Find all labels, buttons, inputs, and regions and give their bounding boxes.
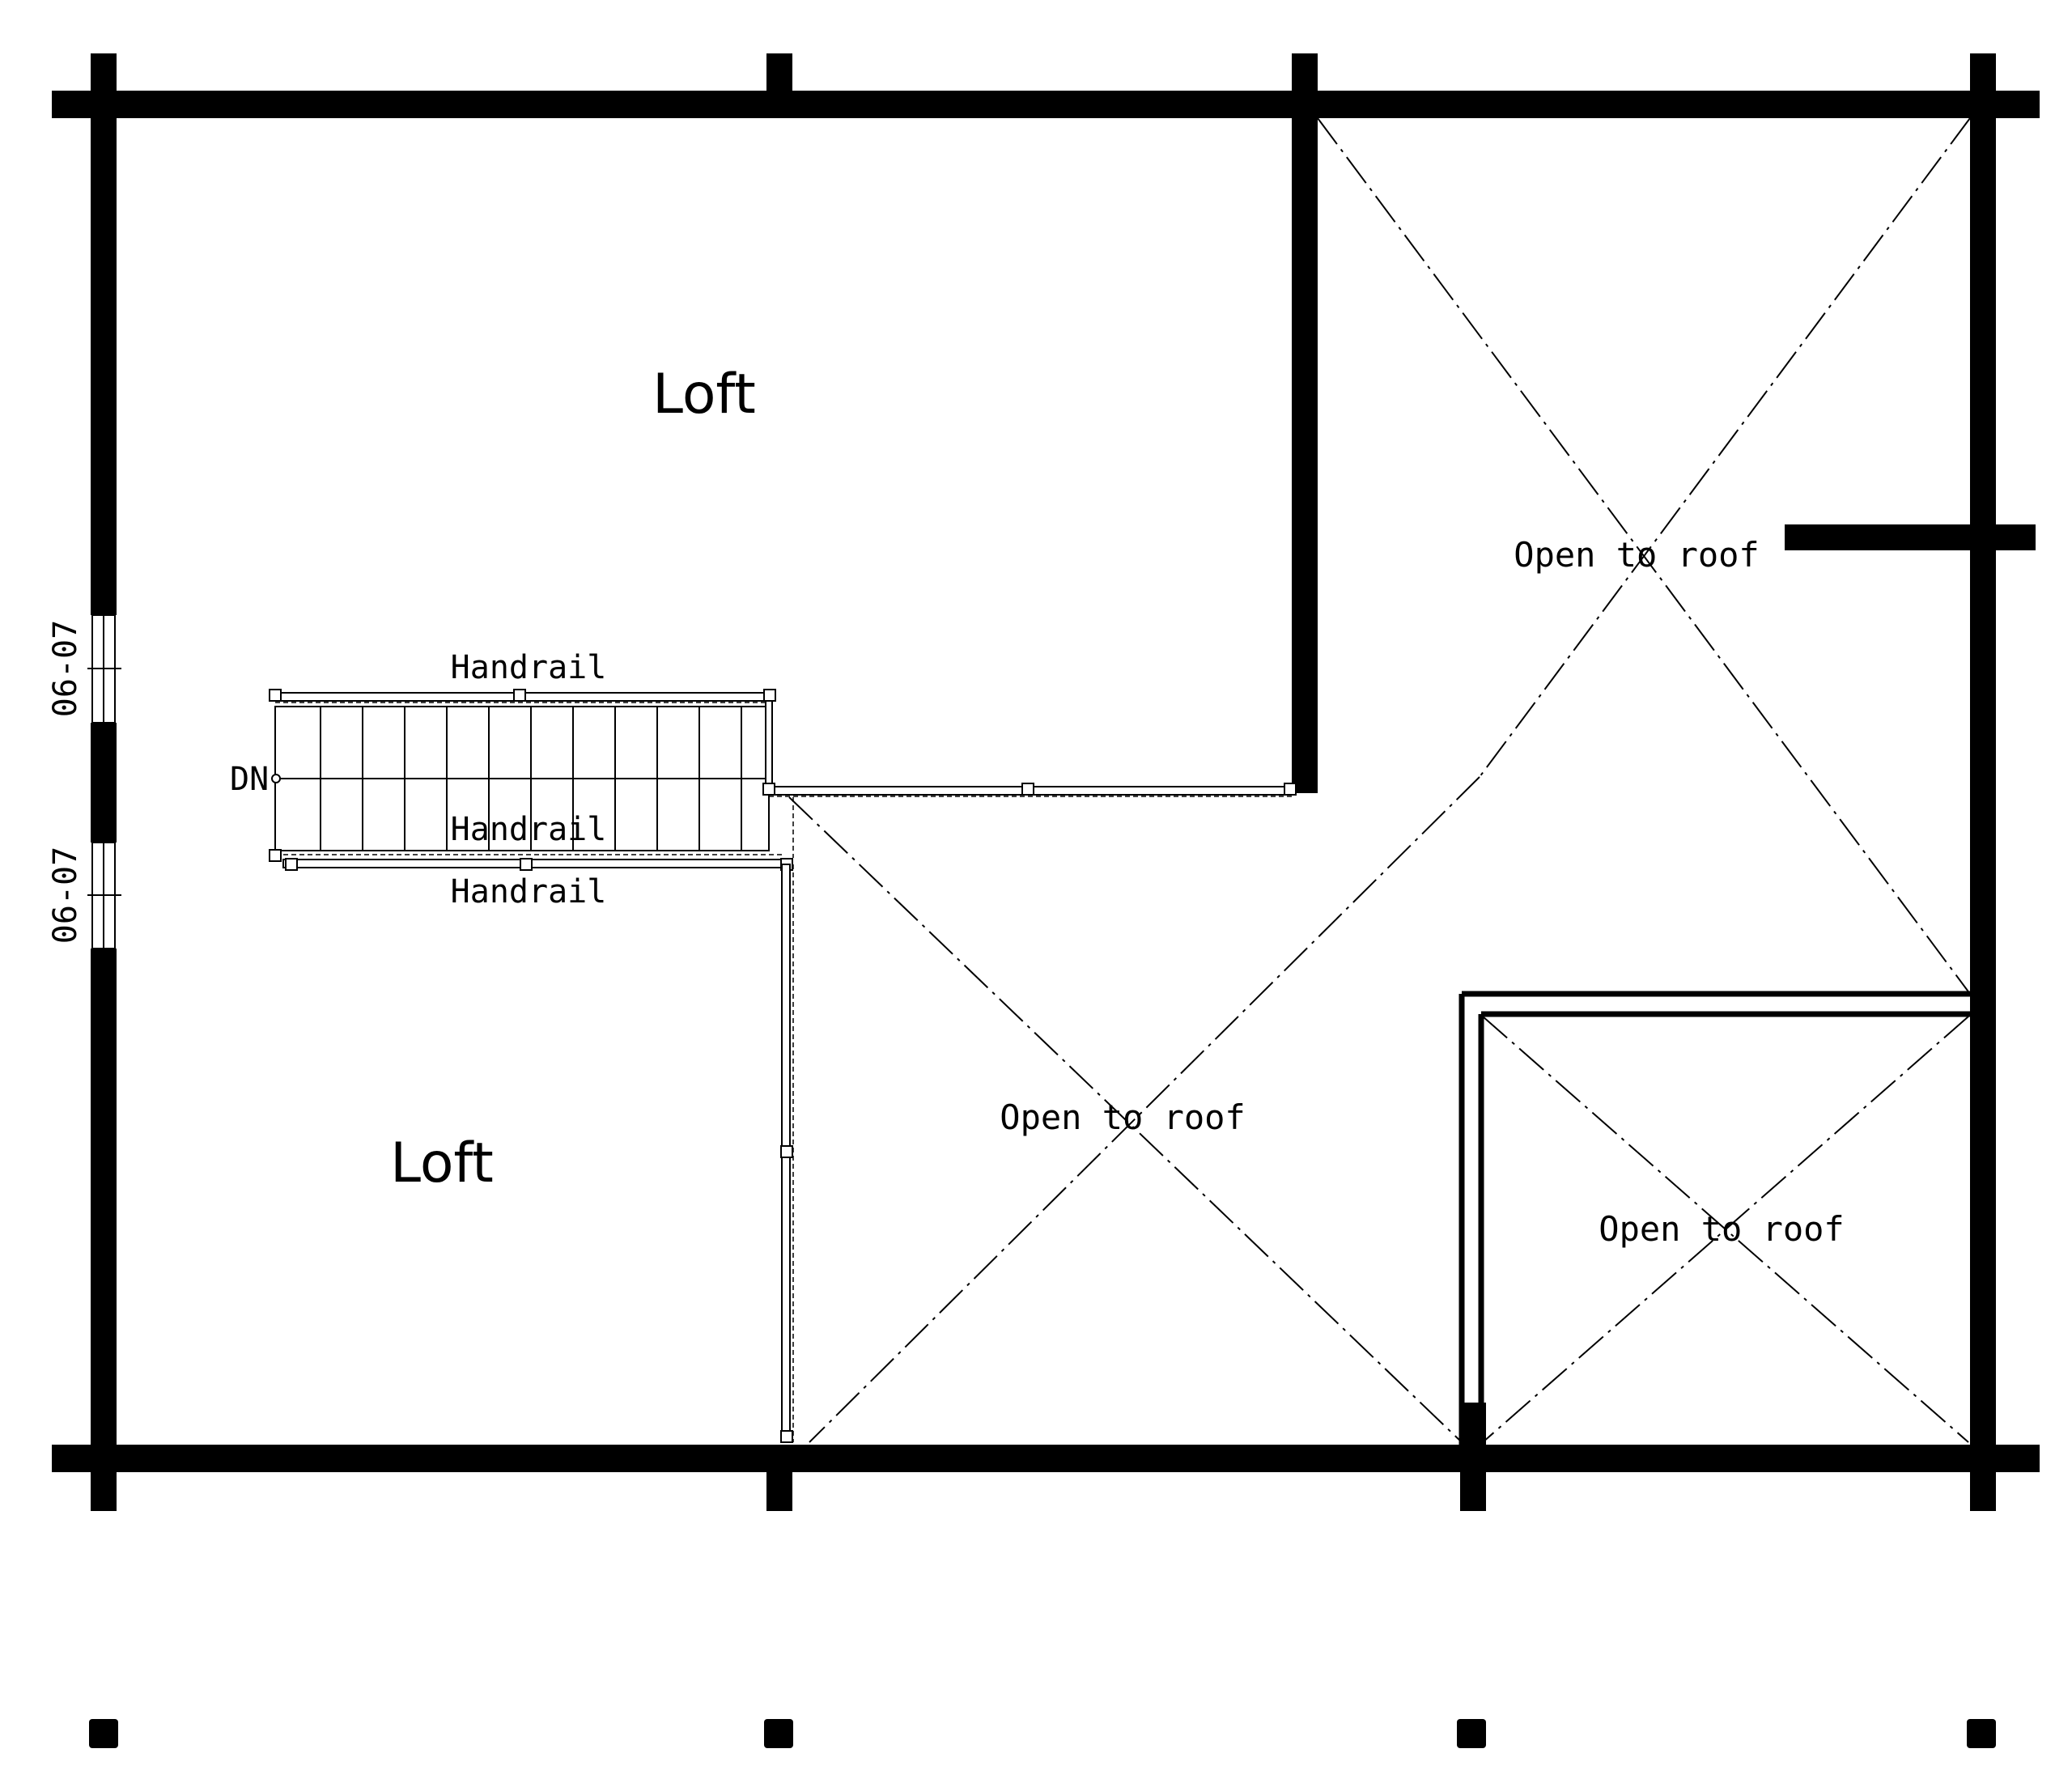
- room-label-loft-lower: Loft: [390, 1131, 494, 1195]
- handrail-top: [269, 689, 776, 791]
- wall-left-1: [91, 53, 117, 615]
- post-top-2: [766, 53, 792, 118]
- post-bottom-2: [766, 1445, 792, 1511]
- handrail-vertical: [780, 797, 794, 1443]
- pier-1: [89, 1719, 118, 1748]
- open-to-roof-label-center: Open to roof: [1000, 1097, 1245, 1137]
- window-lower: [87, 842, 121, 949]
- foundation-piers: [89, 1719, 1996, 1748]
- open-to-roof-diagonals: [788, 117, 1971, 1443]
- open-to-roof-label-upper: Open to roof: [1514, 535, 1759, 575]
- wall-left-2: [91, 723, 117, 843]
- wall-bottom: [52, 1445, 2040, 1472]
- wall-right-stub: [1785, 524, 2036, 550]
- wall-top: [52, 91, 2040, 118]
- window-label-lower: 06-07: [47, 847, 84, 944]
- handrail-label-bottom: Handrail: [451, 873, 607, 910]
- handrail-landing: [762, 783, 1297, 797]
- pier-3: [1457, 1719, 1486, 1748]
- wall-right: [1970, 53, 1996, 1511]
- pier-4: [1967, 1719, 1996, 1748]
- lower-right-enclosure: [1458, 991, 1972, 1445]
- handrail-label-top: Handrail: [451, 649, 607, 686]
- handrail-label-middle: Handrail: [451, 811, 607, 848]
- outer-walls: [52, 53, 2040, 1511]
- pier-2: [764, 1719, 793, 1748]
- open-to-roof-label-lower: Open to roof: [1599, 1209, 1844, 1249]
- stair-start-dot: [271, 774, 281, 783]
- wall-left-3: [91, 949, 117, 1511]
- handrail-bottom: [269, 849, 793, 871]
- stair-direction-label: DN: [230, 761, 269, 798]
- window-label-upper: 06-07: [47, 620, 84, 717]
- window-upper: [87, 614, 121, 724]
- wall-interior-vertical: [1292, 91, 1318, 793]
- room-label-loft-upper: Loft: [652, 363, 756, 427]
- post-bottom-3: [1460, 1445, 1486, 1511]
